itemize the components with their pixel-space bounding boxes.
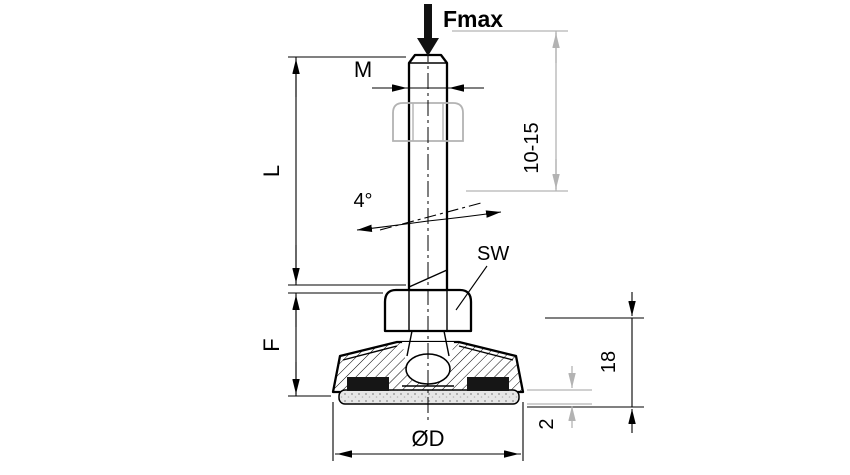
dim-thread-size: M [354, 57, 484, 92]
dim-pad-thickness: 2 [527, 366, 592, 430]
thread-size-label: M [354, 57, 372, 82]
pad-section-left [347, 377, 389, 391]
base-diameter-label: ØD [412, 426, 445, 451]
phantom-nut [392, 102, 464, 142]
angle-label: 4° [353, 190, 372, 212]
pad-thickness-label: 2 [536, 418, 558, 429]
stud-flare-right [443, 330, 450, 357]
pad-front-view [338, 389, 520, 405]
base-cone-line-right [458, 345, 514, 361]
dim-base-height: 18 [527, 292, 644, 433]
wrench-size-callout: SW [455, 243, 509, 311]
stud-length-label: L [259, 165, 284, 177]
force-arrow-shaft [424, 4, 432, 39]
angle-arc-right [427, 210, 502, 222]
threaded-stud [407, 53, 449, 292]
stud-outline [407, 53, 449, 292]
angle-arc-left [356, 220, 429, 233]
force-label: Fmax [443, 6, 503, 32]
pad-section-right [467, 377, 509, 391]
rubber-pad [338, 377, 520, 405]
thread-engagement-label: 10-15 [521, 122, 543, 173]
base-height-label: 18 [598, 351, 620, 373]
dim-base-diameter: ØD [332, 402, 524, 461]
force-arrow-head [417, 38, 439, 56]
wrench-size-label: SW [477, 243, 509, 265]
thread-runout-line [408, 269, 448, 288]
phantom-nut-outline [392, 102, 464, 142]
wrench-leader-line [455, 265, 488, 311]
dim-foot-height: F [259, 292, 383, 397]
stud-flare-left [406, 330, 413, 357]
dim-stud-length: L [259, 56, 406, 286]
tilt-angle-annotation: 4° [353, 190, 502, 233]
dim-thread-engagement: 10-15 [452, 30, 568, 192]
force-arrow: Fmax [417, 4, 503, 56]
foot-height-label: F [259, 338, 284, 351]
base-cone-line-left [342, 345, 398, 361]
